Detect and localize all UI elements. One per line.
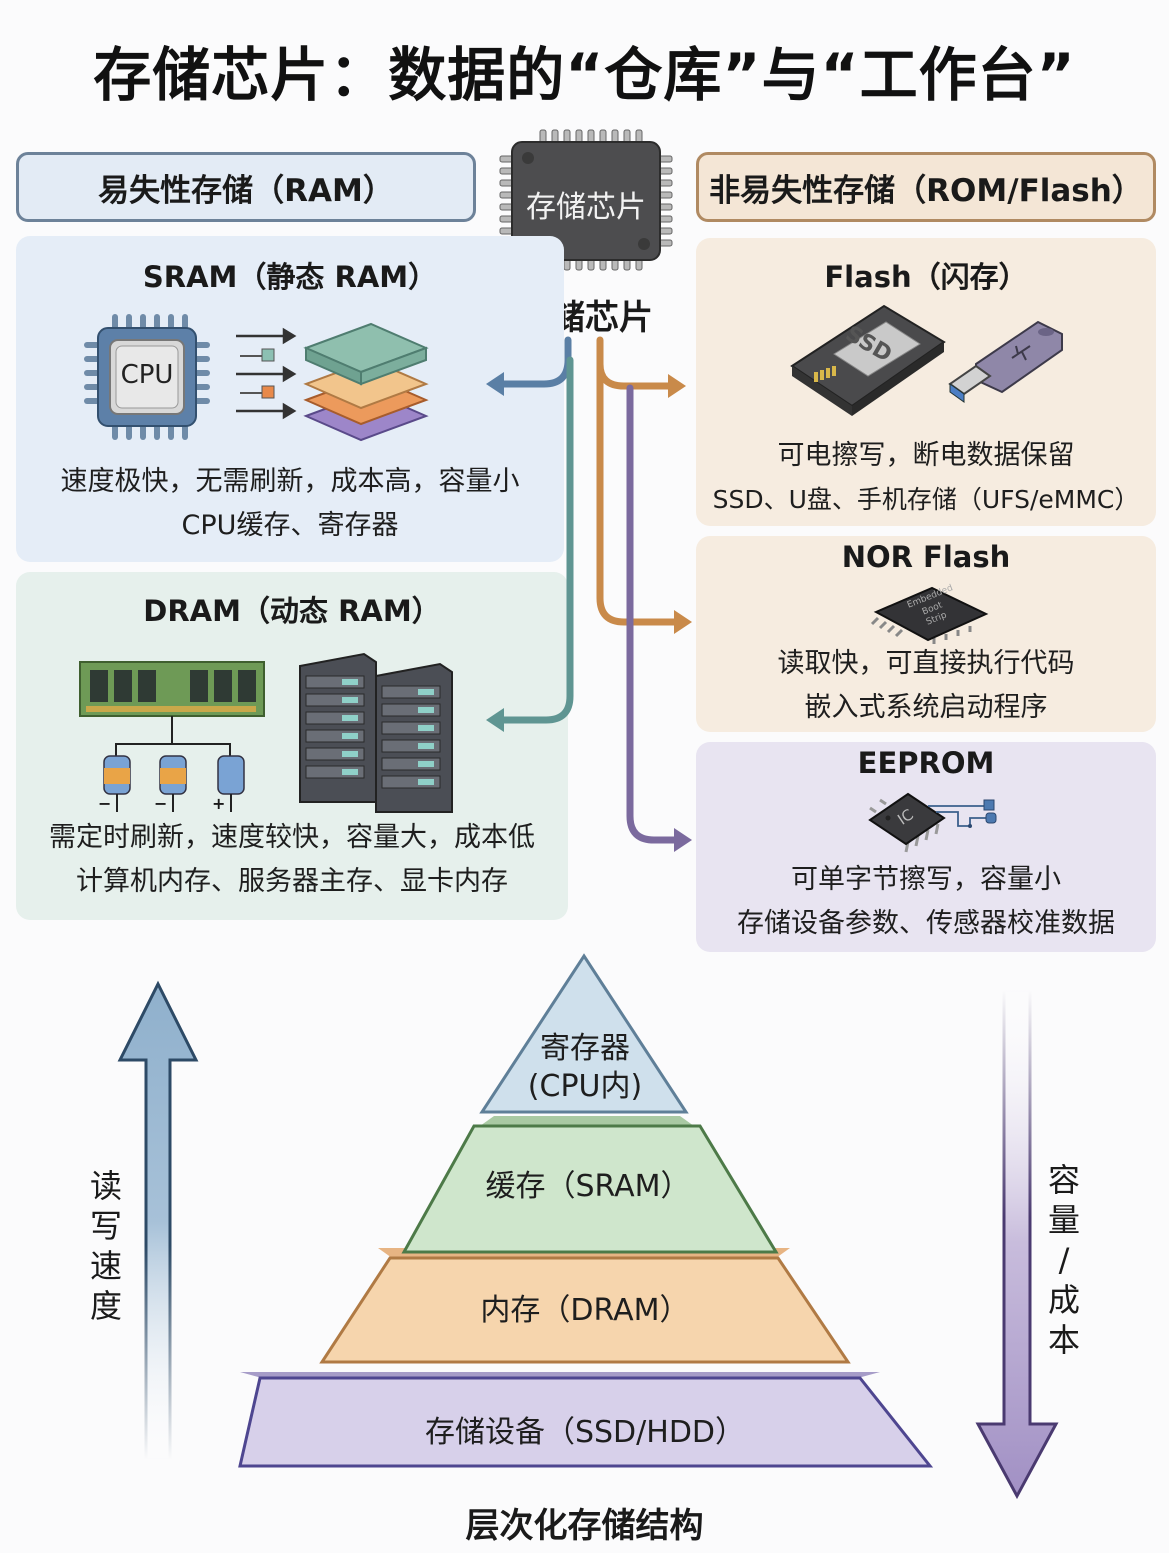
sram-title: SRAM（静态 RAM） [142, 260, 438, 294]
eeprom-title: EEPROM [857, 746, 995, 780]
dram-desc-2: 计算机内存、服务器主存、显卡内存 [76, 866, 508, 897]
page-title: 存储芯片：数据的“仓库”与“工作台” [93, 41, 1076, 109]
storage-hierarchy-pyramid: 寄存器 (CPU内) 缓存（SRAM） 内存（DRAM） 存储设备（SSD/HD… [117, 953, 1059, 1500]
sram-connector [496, 336, 572, 388]
cap-sign-1: − [98, 794, 112, 813]
speed-axis-char: 速 [89, 1247, 122, 1285]
dram-panel: DRAM（动态 RAM） − − + [16, 572, 568, 920]
speed-axis-char: 读 [89, 1167, 122, 1205]
capacity-axis-label: 容 量 / 成 本 [1044, 1160, 1084, 1360]
connector-arrows [486, 336, 692, 852]
dram-title: DRAM（动态 RAM） [143, 594, 441, 628]
embedded-boot-chip-icon: Embedded Boot Strip [870, 583, 990, 644]
cap-sign-3: + [212, 794, 226, 813]
nor-arrowhead [674, 610, 692, 634]
flash-desc-2: SSD、U盘、手机存储（UFS/eMMC） [712, 485, 1140, 514]
speed-axis-char: 度 [89, 1287, 122, 1325]
usb-drive-icon [946, 314, 1066, 414]
nor-flash-title: NOR Flash [841, 540, 1011, 574]
pyramid-label-register-2: (CPU内) [528, 1069, 642, 1104]
eeprom-panel: EEPROM IC 可单字节擦写，容量小 存储设备参数、传感器校准数据 [696, 742, 1156, 952]
capacity-axis-char: 容 [1047, 1161, 1080, 1199]
ssd-icon: SSD [788, 302, 948, 422]
pyramid-label-dram: 内存（DRAM） [480, 1293, 689, 1328]
sram-arrowhead [486, 372, 504, 396]
eeprom-arrowhead [674, 828, 692, 852]
pyramid-level-dram [319, 1256, 851, 1364]
sram-desc-1: 速度极快，无需刷新，成本高，容量小 [60, 466, 520, 497]
eeprom-connector [626, 384, 680, 844]
sram-layers-icon [226, 316, 446, 446]
pyramid-level-sram-top [480, 1116, 694, 1126]
chip-text: 存储芯片 [526, 190, 646, 225]
eeprom-desc-1: 可单字节擦写，容量小 [791, 864, 1061, 895]
dram-connector [496, 356, 574, 724]
capacity-axis-char: 成 [1047, 1281, 1080, 1319]
speed-axis-label: 读 写 速 度 [86, 1166, 126, 1326]
flash-desc-1: 可电擦写，断电数据保留 [777, 440, 1075, 471]
pyramid-label-sram: 缓存（SRAM） [485, 1169, 690, 1204]
capacity-arrow-icon [975, 988, 1059, 1500]
nor-flash-panel: NOR Flash Embedded Boot Strip 读取快，可直接执行代… [696, 536, 1156, 732]
speed-arrow-icon [117, 980, 199, 1462]
nor-desc-2: 嵌入式系统启动程序 [804, 692, 1048, 723]
capacity-axis-char: 本 [1047, 1321, 1080, 1359]
ram-module-icon: − − + [78, 656, 268, 816]
cpu-label: CPU [120, 360, 174, 390]
nor-desc-1: 读取快，可直接执行代码 [777, 648, 1075, 679]
flash-panel: Flash（闪存） SSD 可电擦写，断电数据保留 SSD、U盘、手机存储（UF… [696, 238, 1156, 526]
pyramid-label-register-1: 寄存器 [540, 1031, 630, 1066]
pyramid-label-storage: 存储设备（SSD/HDD） [425, 1415, 745, 1450]
cap-sign-2: − [154, 794, 168, 813]
pyramid-level-register [479, 953, 689, 1114]
cpu-chip-icon: CPU [82, 312, 212, 442]
eeprom-desc-2: 存储设备参数、传感器校准数据 [737, 908, 1115, 939]
flash-title: Flash（闪存） [824, 260, 1028, 294]
capacity-axis-char: / [1058, 1241, 1070, 1279]
flash-arrowhead [668, 374, 686, 398]
capacity-axis-char: 量 [1047, 1201, 1080, 1239]
dram-arrowhead [486, 708, 504, 732]
ic-chip-icon: IC [866, 790, 1006, 856]
volatile-header: 易失性存储（RAM） [16, 152, 476, 222]
nor-connector [596, 360, 680, 626]
dram-desc-1: 需定时刷新，速度较快，容量大，成本低 [49, 822, 535, 853]
nonvolatile-header: 非易失性存储（ROM/Flash） [696, 152, 1156, 222]
sram-desc-2: CPU缓存、寄存器 [181, 510, 399, 541]
speed-axis-char: 写 [89, 1207, 122, 1245]
pyramid-level-storage [238, 1376, 934, 1468]
server-rack-icon [298, 652, 458, 822]
hierarchy-caption: 层次化存储结构 [465, 1506, 704, 1546]
pyramid-level-sram [401, 1124, 779, 1254]
flash-connector [596, 336, 676, 390]
storage-chip-icon: 存储芯片 [496, 126, 676, 276]
sram-panel: SRAM（静态 RAM） CPU [16, 236, 564, 562]
